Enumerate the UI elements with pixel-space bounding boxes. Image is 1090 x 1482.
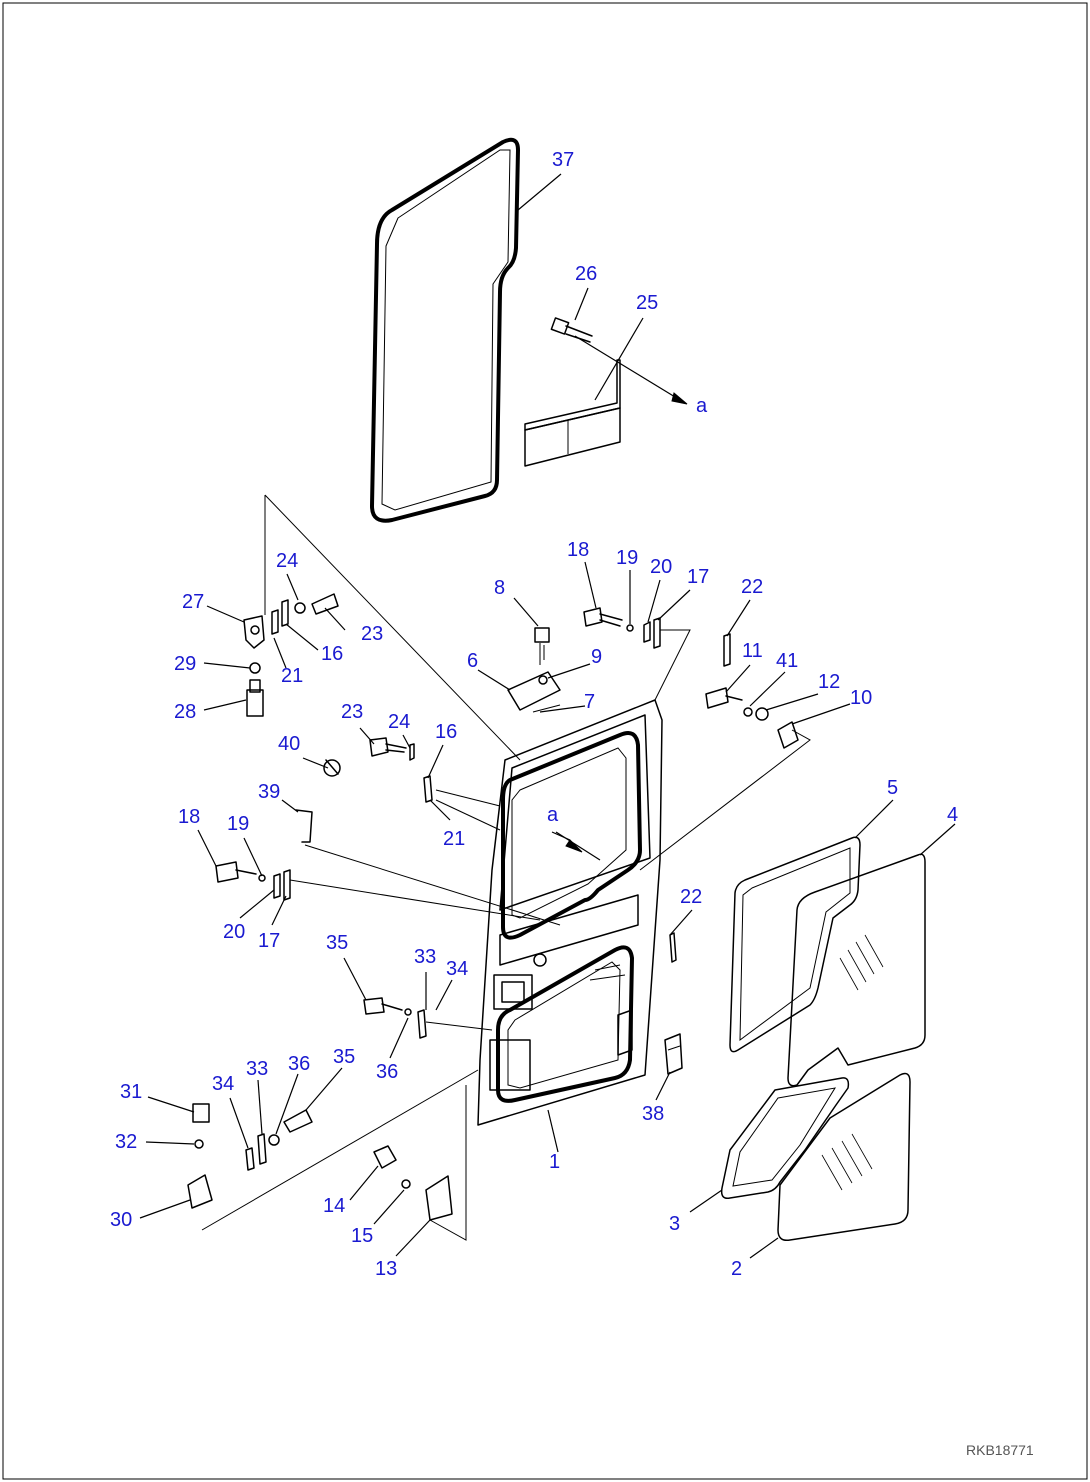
callout-22-upper: 22	[741, 576, 763, 598]
callout-34-lower: 34	[212, 1073, 234, 1095]
hinge-bracket-group	[373, 1085, 467, 1241]
callout-33-middle: 33	[414, 946, 436, 968]
callout-9: 9	[591, 646, 602, 668]
callout-19-left: 19	[227, 813, 249, 835]
callout-13: 13	[375, 1258, 397, 1280]
callout-17-left: 17	[258, 930, 280, 952]
callout-24-upper: 24	[276, 550, 298, 572]
callout-16-middle: 16	[435, 721, 457, 743]
callout-19-upper: 19	[616, 547, 638, 569]
callout-38: 38	[642, 1103, 664, 1125]
callout-7: 7	[584, 691, 595, 713]
callout-29: 29	[174, 653, 196, 675]
callout-3: 3	[669, 1213, 680, 1235]
callout-20-upper: 20	[650, 556, 672, 578]
callout-34-middle: 34	[446, 958, 468, 980]
callout-23-middle: 23	[341, 701, 363, 723]
callout-36-middle: 36	[376, 1061, 398, 1083]
lower-fastener-group	[363, 997, 493, 1039]
callout-10: 10	[850, 687, 872, 709]
callout-33-lower: 33	[246, 1058, 268, 1080]
callout-8: 8	[494, 577, 505, 599]
callout-labels: 1 2 3 4 5 6 7 8 9 10 11 12 13 14 15 16 1…	[110, 149, 1034, 1458]
callout-26: 26	[575, 263, 597, 285]
callout-21-upper: 21	[281, 665, 303, 687]
callout-14: 14	[323, 1195, 345, 1217]
middle-fastener-group	[369, 737, 501, 831]
callout-11: 11	[742, 640, 763, 662]
callout-36-lower: 36	[288, 1053, 310, 1075]
callout-24-middle: 24	[388, 711, 410, 733]
drawing-code: RKB18771	[966, 1442, 1034, 1458]
part-4-upper-glass	[787, 853, 926, 1087]
callout-35-lower: 35	[333, 1046, 355, 1068]
callout-23-upper: 23	[361, 623, 383, 645]
callout-40: 40	[278, 733, 300, 755]
callout-21-middle: 21	[443, 828, 465, 850]
bottom-hinge-group	[187, 1069, 479, 1231]
part-2-lower-glass	[777, 1072, 911, 1242]
callout-16-upper: 16	[321, 643, 343, 665]
part-1-door-frame	[477, 699, 663, 1126]
callout-27: 27	[182, 591, 204, 613]
callout-28: 28	[174, 701, 196, 723]
callout-5: 5	[887, 777, 898, 799]
left-fastener-group	[215, 861, 541, 921]
part-26-bolt	[550, 317, 593, 343]
part-5-glass-seal	[729, 836, 861, 1053]
callout-12: 12	[818, 671, 840, 693]
callout-20-left: 20	[223, 921, 245, 943]
callout-25: 25	[636, 292, 658, 314]
part-3-lower-glass-seal	[720, 1077, 850, 1200]
callout-30: 30	[110, 1209, 132, 1231]
callout-17-upper: 17	[687, 566, 709, 588]
callout-22-lower: 22	[680, 886, 702, 908]
callout-6: 6	[467, 650, 478, 672]
callout-18-left: 18	[178, 806, 200, 828]
callout-32: 32	[115, 1131, 137, 1153]
check-strap-group	[295, 759, 561, 926]
callout-39: 39	[258, 781, 280, 803]
callout-15: 15	[351, 1225, 373, 1247]
callout-37: 37	[552, 149, 574, 171]
ref-a-door: a	[547, 804, 559, 826]
callout-31: 31	[120, 1081, 142, 1103]
callout-1: 1	[549, 1151, 560, 1173]
right-fastener-group	[583, 607, 731, 701]
leader-lines	[139, 173, 956, 1259]
part-38-striker	[664, 1033, 683, 1075]
callout-35-middle: 35	[326, 932, 348, 954]
callout-2: 2	[731, 1258, 742, 1280]
part-25-plate	[524, 359, 621, 467]
callout-41: 41	[776, 650, 798, 672]
callout-4: 4	[947, 804, 958, 826]
ref-a-upper: a	[696, 395, 708, 417]
right-lock-group	[639, 687, 811, 871]
callout-18-upper: 18	[567, 539, 589, 561]
part-37-window-seal	[370, 137, 520, 523]
latch-group	[507, 627, 561, 713]
